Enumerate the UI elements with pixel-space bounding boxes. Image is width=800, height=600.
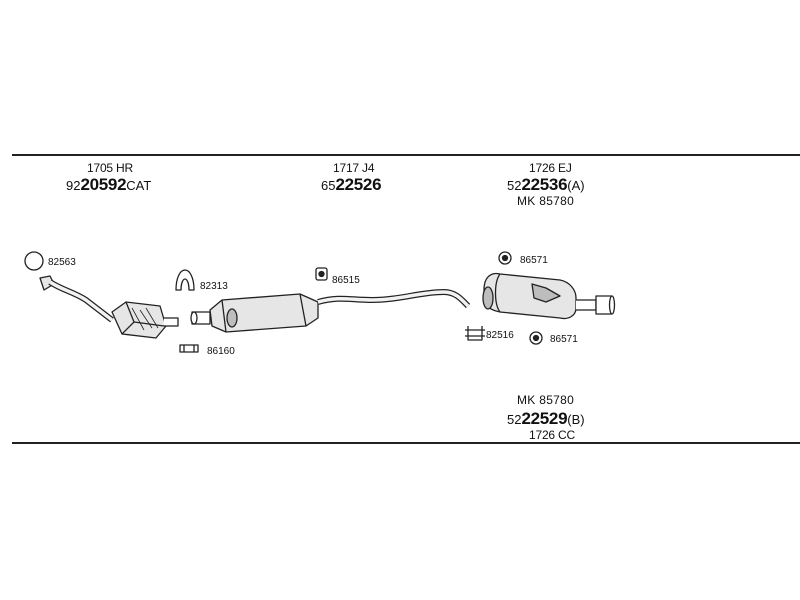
u-bolt-clamp-icon <box>465 326 485 341</box>
group-code-front: 1705 HR <box>87 161 133 175</box>
callout-86571-bottom: 86571 <box>550 334 578 345</box>
center-muffler <box>190 293 319 333</box>
gasket-ring-icon <box>24 251 44 271</box>
part-suffix: CAT <box>126 178 152 193</box>
callout-86571-top: 86571 <box>520 255 548 266</box>
intermediate-pipe <box>317 289 471 309</box>
part-number-front: 9220592CAT <box>66 175 151 195</box>
front-pipe <box>39 275 114 323</box>
rubber-mount-icon <box>529 331 543 345</box>
part-bold: 22529 <box>521 409 568 428</box>
top-divider <box>12 154 800 156</box>
part-number-rear-b: 5222529(B) <box>507 409 585 429</box>
part-number-rear-a: 5222536(A) <box>507 175 585 195</box>
kit-ref-rear-b: MK 85780 <box>517 393 575 407</box>
pipe-clamp-icon <box>179 344 199 353</box>
part-prefix: 52 <box>507 412 522 427</box>
part-prefix: 52 <box>507 178 522 193</box>
part-number-center: 6522526 <box>321 175 382 195</box>
kit-ref-rear-a: MK 85780 <box>517 194 575 208</box>
rubber-mount-icon <box>498 251 512 265</box>
part-bold: 22526 <box>335 175 382 194</box>
rubber-mount-icon <box>315 267 328 281</box>
part-prefix: 65 <box>321 178 336 193</box>
group-code-center: 1717 J4 <box>333 161 375 175</box>
callout-82563: 82563 <box>48 257 76 268</box>
part-suffix: (A) <box>567 178 585 193</box>
group-code-rear-b: 1726 CC <box>529 428 575 442</box>
hanger-bracket-icon <box>175 269 195 291</box>
catalytic-converter <box>111 301 179 339</box>
part-bold: 20592 <box>80 175 127 194</box>
callout-86515: 86515 <box>332 275 360 286</box>
group-code-rear-a: 1726 EJ <box>529 161 572 175</box>
callout-82313: 82313 <box>200 281 228 292</box>
bottom-divider <box>12 442 800 444</box>
callout-86160: 86160 <box>207 346 235 357</box>
part-bold: 22536 <box>521 175 568 194</box>
callout-82516: 82516 <box>486 330 514 341</box>
part-prefix: 92 <box>66 178 81 193</box>
part-suffix: (B) <box>567 412 585 427</box>
rear-muffler <box>482 272 616 320</box>
